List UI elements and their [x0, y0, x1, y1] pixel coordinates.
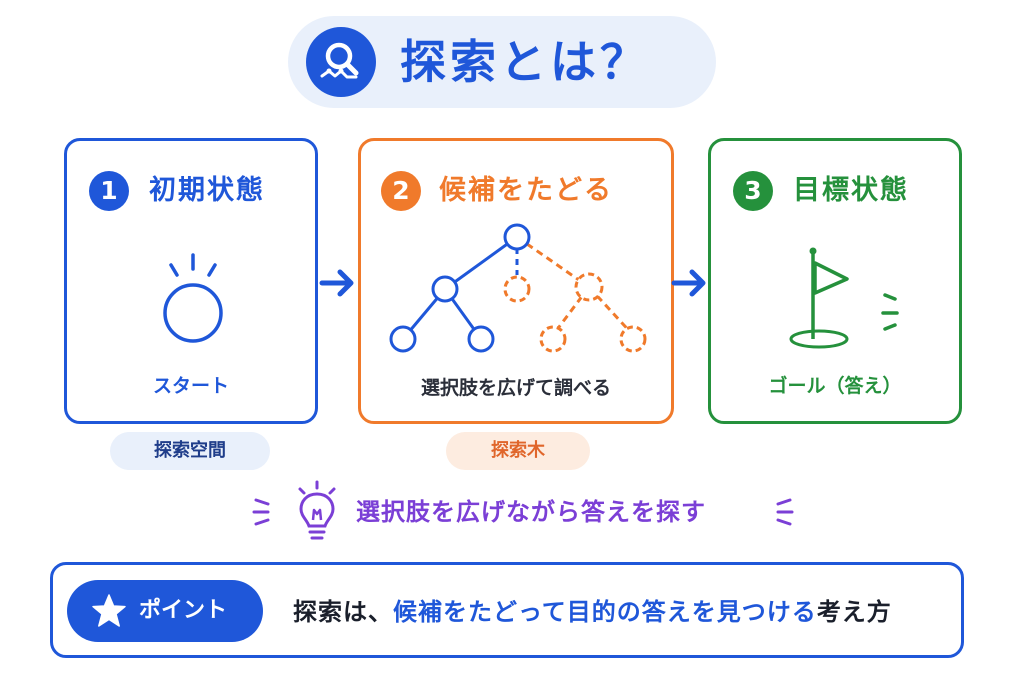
step-caption: ゴール（答え）: [768, 375, 902, 397]
search-tree-icon: [389, 223, 647, 353]
point-box: ポイント 探索は、候補をたどって目的の答えを見つける考え方: [50, 562, 964, 658]
point-text-part1: 探索は、: [293, 598, 393, 626]
search-tree-tag: 探索木: [446, 432, 590, 470]
lightbulb-icon: [298, 480, 336, 540]
point-text-part3: 考え方: [816, 598, 892, 626]
arrow-right-icon: [319, 269, 354, 297]
point-text-highlight: 候補をたどって目的の答えを見つける: [393, 598, 817, 626]
step-number-badge: 1: [89, 171, 129, 211]
step-card-follow-candidates: 2 候補をたどる 選択肢を広げて調べる: [358, 138, 674, 424]
step-caption: スタート: [152, 375, 229, 397]
search-icon: [306, 27, 376, 97]
point-text: 探索は、候補をたどって目的の答えを見つける考え方: [293, 592, 892, 632]
point-badge: ポイント: [67, 580, 263, 642]
search-space-tag: 探索空間: [110, 432, 270, 470]
step-title: 目標状態: [793, 175, 909, 206]
step-number-badge: 2: [381, 171, 421, 211]
step-card-goal-state: 3 目標状態 ゴール（答え）: [708, 138, 962, 424]
step-card-initial-state: 1 初期状態 スタート: [64, 138, 318, 424]
step-number-badge: 3: [733, 171, 773, 211]
arrow-right-icon: [671, 269, 706, 297]
sparkle-lines-icon: [776, 498, 794, 526]
star-icon: [92, 594, 126, 627]
page-title: 探索とは？: [400, 35, 650, 89]
step-title: 候補をたどる: [439, 175, 613, 206]
idea-text: 選択肢を広げながら答えを探す: [356, 498, 706, 526]
sparkle-lines-icon: [252, 498, 270, 526]
goal-flag-icon: [789, 247, 899, 349]
start-circle-icon: [163, 253, 223, 343]
step-title: 初期状態: [149, 175, 265, 206]
step-caption: 選択肢を広げて調べる: [420, 377, 611, 399]
idea-row: 選択肢を広げながら答えを探す: [246, 480, 806, 544]
point-label: ポイント: [139, 598, 228, 623]
